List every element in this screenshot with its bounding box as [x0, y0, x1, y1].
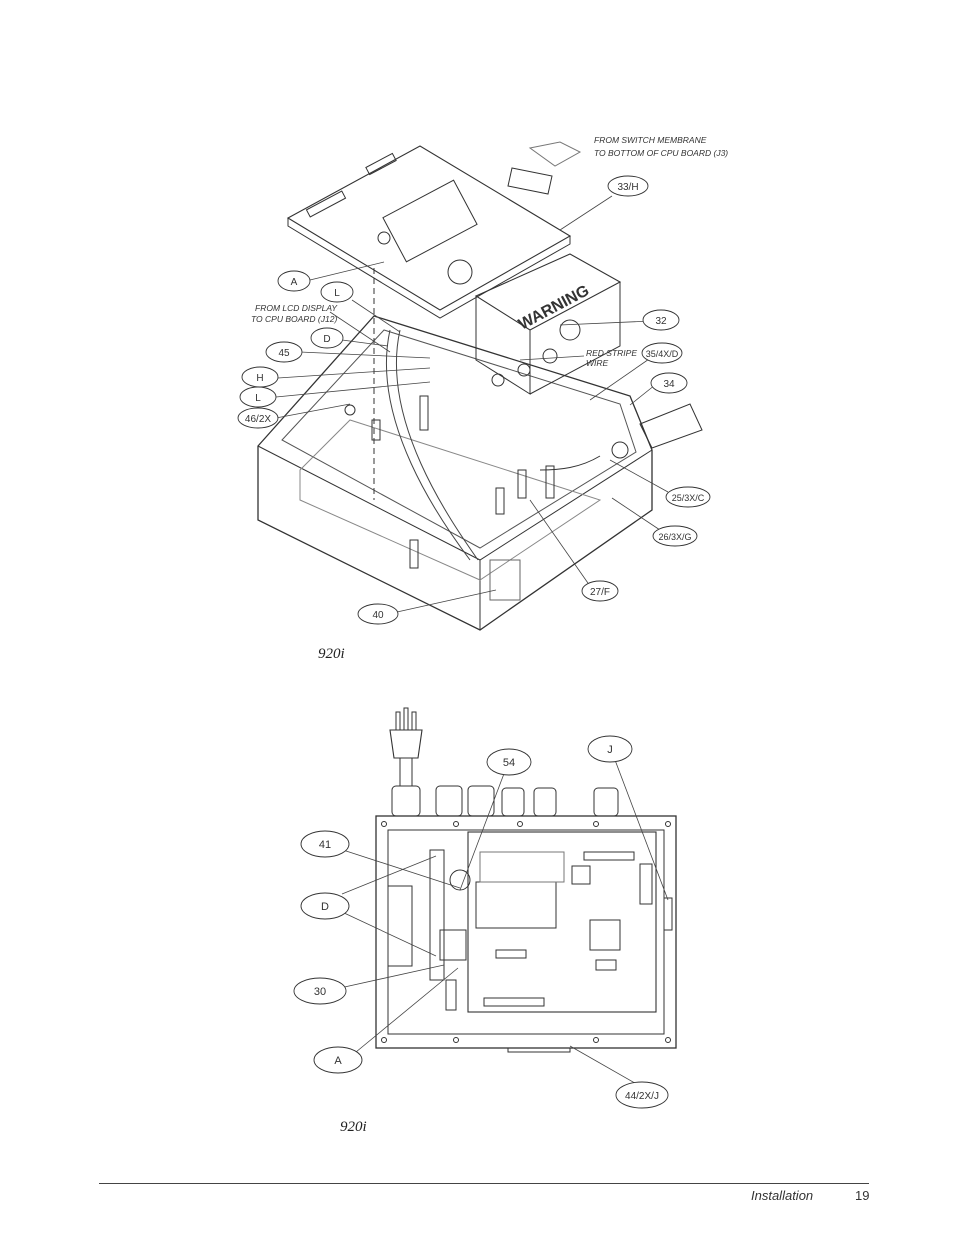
callout-40-bubble: [357, 603, 399, 625]
callout-h: H: [256, 373, 263, 384]
note-switch-membrane-line2: TO BOTTOM OF CPU BOARD (J3): [594, 148, 728, 158]
enclosure-exploded-drawing: [257, 141, 703, 631]
callout-44-2x-j: 44/2X/J: [625, 1091, 659, 1102]
callout-d-bubble: [310, 327, 344, 349]
figure2-leader-lines: [339, 759, 669, 1087]
callout-54: 54: [503, 757, 515, 769]
callout-45: 45: [278, 348, 290, 359]
callout-33h-bubble: [607, 175, 649, 197]
footer-page-number: 19: [855, 1188, 870, 1203]
figure1-callout-ellipses: [237, 175, 711, 625]
figure1-caption: 920i: [318, 646, 345, 662]
note-red-stripe-line2: WIRE: [586, 358, 609, 368]
callout-41-bubble: [300, 830, 350, 858]
callout-41: 41: [319, 839, 331, 851]
callout-a-bubble: [277, 270, 311, 292]
note-lcd-display-line1: FROM LCD DISPLAY: [255, 303, 338, 313]
figure1-leader-lines: [275, 195, 669, 613]
footer-section-title: Installation: [751, 1188, 814, 1203]
callout-30: 30: [314, 986, 326, 998]
callout-30-bubble: [293, 977, 347, 1005]
callout-32-bubble: [642, 309, 680, 331]
callout-44-bubble: [615, 1081, 669, 1109]
enclosure-top-view-drawing: [375, 707, 677, 1053]
callout-35-bubble: [641, 342, 683, 364]
note-switch-membrane-line1: FROM SWITCH MEMBRANE: [594, 135, 707, 145]
callout-l: L: [334, 288, 340, 299]
callout-d2: D: [321, 901, 329, 913]
callout-a2: A: [334, 1055, 342, 1067]
warning-label: WARNING: [516, 282, 592, 333]
callout-40: 40: [372, 610, 384, 621]
callout-33h: 33/H: [617, 182, 638, 193]
callout-34: 34: [663, 379, 675, 390]
callout-j: J: [607, 744, 613, 756]
callout-l2: L: [255, 393, 261, 404]
callout-35-4x-d: 35/4X/D: [646, 349, 679, 359]
callout-26-bubble: [652, 525, 698, 547]
callout-d2-bubble: [300, 892, 350, 920]
callout-25-bubble: [665, 486, 711, 508]
callout-d: D: [323, 334, 330, 345]
callout-32: 32: [655, 316, 667, 327]
callout-j-bubble: [587, 735, 633, 763]
callout-27-f: 27/F: [590, 587, 610, 598]
callout-a: A: [291, 277, 298, 288]
callout-26-3x-g: 26/3X/G: [658, 532, 691, 542]
callout-54-bubble: [486, 748, 532, 776]
callout-45-bubble: [265, 341, 303, 363]
figure2-callout-ellipses: [293, 735, 669, 1109]
figure2-caption: 920i: [340, 1119, 367, 1135]
note-lcd-display-line2: TO CPU BOARD (J12): [251, 314, 337, 324]
callout-46-2x: 46/2X: [245, 414, 271, 425]
callout-l-bubble: [320, 281, 354, 303]
footer-rule: [99, 1183, 869, 1184]
callout-a2-bubble: [313, 1046, 363, 1074]
callout-27-bubble: [581, 580, 619, 602]
callout-l2-bubble: [239, 386, 277, 408]
callout-46-bubble: [237, 407, 279, 429]
callout-25-3x-c: 25/3X/C: [672, 493, 705, 503]
figure2-text: 54 J 41 D 30 A 44/2X/J: [314, 744, 659, 1102]
note-red-stripe-line1: RED STRIPE: [586, 348, 637, 358]
callout-34-bubble: [650, 372, 688, 394]
